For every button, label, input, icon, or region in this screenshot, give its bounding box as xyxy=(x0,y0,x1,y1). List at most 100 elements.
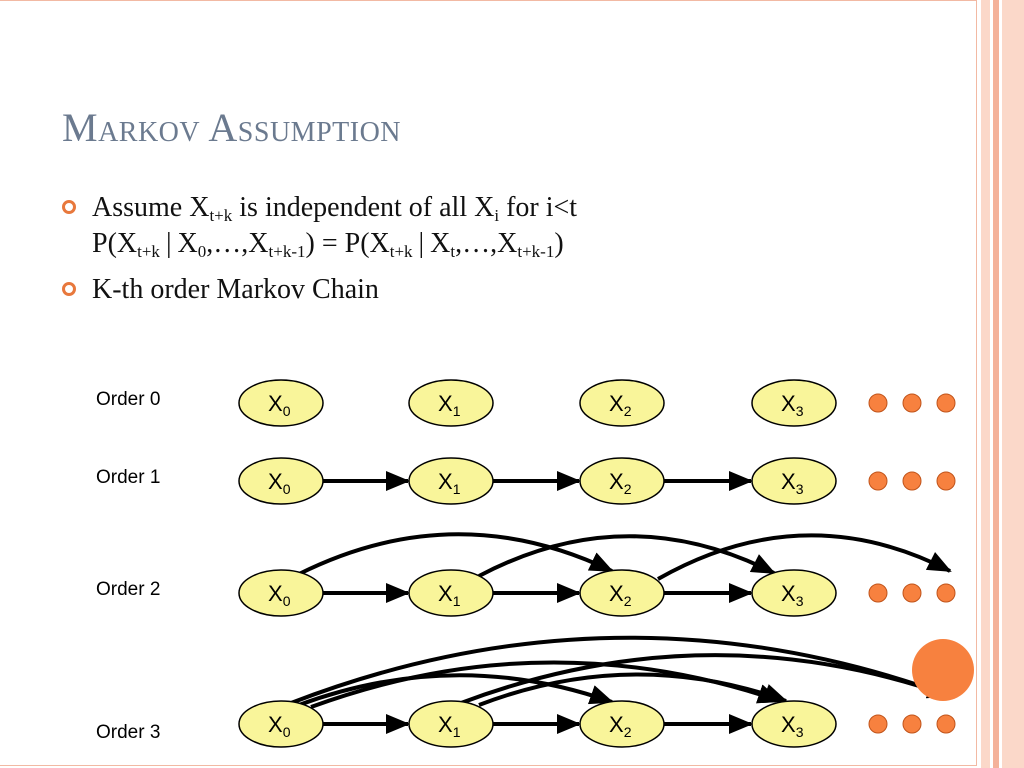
node-x0: X0 xyxy=(238,700,324,748)
ellipsis-dot xyxy=(936,583,956,603)
node-ellipse xyxy=(408,457,494,505)
bullet-icon xyxy=(62,200,76,214)
node-x0: X0 xyxy=(238,379,324,427)
edge-stripe-1 xyxy=(981,0,990,768)
bullet-line-2: P(Xt+k|X0,…,Xt+k-1) = P(Xt+k|Xt,…,Xt+k-1… xyxy=(92,226,822,262)
node-ellipse xyxy=(408,379,494,427)
edge-x0-to-x2 xyxy=(298,673,614,707)
node-subscript: 2 xyxy=(624,403,632,419)
node-subscript: 2 xyxy=(624,724,632,740)
subscript: t xyxy=(450,242,456,261)
node-x1: X1 xyxy=(408,700,494,748)
edge-stripe-3 xyxy=(1002,0,1024,768)
bullet-markov-assumption: Assume Xt+k is independent of all Xi for… xyxy=(62,190,822,262)
subscript: t+k-1 xyxy=(517,242,555,261)
edge-stripe-2 xyxy=(993,0,999,768)
node-x3: X3 xyxy=(751,379,837,427)
node-ellipse xyxy=(238,569,324,617)
edge-x1-to-next xyxy=(460,653,952,705)
node-ellipse xyxy=(751,457,837,505)
continuation-dots-order-3 xyxy=(868,714,956,734)
node-ellipse xyxy=(751,569,837,617)
continuation-dots-order-0 xyxy=(868,393,956,413)
node-x2: X2 xyxy=(579,457,665,505)
text: ,…,X xyxy=(455,228,518,259)
edge-group-order-2 xyxy=(298,532,952,603)
node-x1: X1 xyxy=(408,457,494,505)
node-subscript: 3 xyxy=(796,593,804,609)
text: P(X xyxy=(92,228,138,259)
ellipsis-dot xyxy=(902,714,922,734)
highlight-dot xyxy=(912,639,974,701)
ellipsis-dot xyxy=(902,471,922,491)
node-x0: X0 xyxy=(238,457,324,505)
text: Assume X xyxy=(92,192,210,223)
node-subscript: 0 xyxy=(283,724,291,740)
node-subscript: 2 xyxy=(624,593,632,609)
bullet-text: K-th order Markov Chain xyxy=(92,274,379,305)
node-x3: X3 xyxy=(751,457,837,505)
edge-x1-to-x3 xyxy=(478,534,776,578)
bullet-icon xyxy=(62,282,76,296)
text: is independent of all X xyxy=(232,192,495,223)
continuation-dots-order-1 xyxy=(868,471,956,491)
text: ) = P(X xyxy=(305,228,390,259)
ellipsis-dot xyxy=(868,471,888,491)
conditional-bar: | xyxy=(418,228,425,259)
subscript: t+k xyxy=(209,206,233,225)
node-x1: X1 xyxy=(408,379,494,427)
conditional-bar: | xyxy=(165,228,172,259)
node-subscript: 1 xyxy=(453,593,461,609)
node-ellipse xyxy=(579,569,665,617)
row-label-order-2: Order 2 xyxy=(96,579,160,600)
subscript: i xyxy=(494,206,500,225)
text: X xyxy=(177,228,198,259)
bullet-kth-order: K-th order Markov Chain xyxy=(62,272,822,308)
text: X xyxy=(430,228,451,259)
subscript: t+k xyxy=(137,242,160,261)
node-subscript: 1 xyxy=(453,403,461,419)
node-x2: X2 xyxy=(579,379,665,427)
row-label-order-0: Order 0 xyxy=(96,389,160,410)
node-x1: X1 xyxy=(408,569,494,617)
node-x3: X3 xyxy=(751,700,837,748)
node-ellipse xyxy=(751,379,837,427)
node-subscript: 1 xyxy=(453,724,461,740)
node-ellipse xyxy=(579,457,665,505)
node-subscript: 0 xyxy=(283,593,291,609)
edge-x2-to-next xyxy=(657,533,952,581)
node-ellipse xyxy=(751,700,837,748)
node-subscript: 0 xyxy=(283,481,291,497)
node-subscript: 0 xyxy=(283,403,291,419)
node-subscript: 3 xyxy=(796,481,804,497)
node-ellipse xyxy=(238,379,324,427)
node-subscript: 3 xyxy=(796,724,804,740)
node-x0: X0 xyxy=(238,569,324,617)
node-ellipse xyxy=(408,569,494,617)
continuation-dots-order-2 xyxy=(868,583,956,603)
ellipsis-dot xyxy=(936,714,956,734)
subscript: t+k-1 xyxy=(268,242,306,261)
edge-x0-to-x2 xyxy=(298,532,614,576)
subscript: 0 xyxy=(197,242,207,261)
ellipsis-dot xyxy=(868,393,888,413)
ellipsis-dot xyxy=(936,393,956,413)
node-ellipse xyxy=(238,700,324,748)
node-ellipse xyxy=(238,457,324,505)
row-label-order-1: Order 1 xyxy=(96,467,160,488)
slide-frame xyxy=(0,0,977,766)
node-x2: X2 xyxy=(579,569,665,617)
text: for i<t xyxy=(499,192,578,223)
ellipsis-dot xyxy=(902,583,922,603)
ellipsis-dot xyxy=(868,714,888,734)
subscript: t+k xyxy=(389,242,413,261)
node-ellipse xyxy=(579,379,665,427)
node-x3: X3 xyxy=(751,569,837,617)
node-x2: X2 xyxy=(579,700,665,748)
edge-group-order-3 xyxy=(290,635,952,734)
edge-x0-to-next xyxy=(290,635,952,705)
ellipsis-dot xyxy=(902,393,922,413)
bullet-list: Assume Xt+k is independent of all Xi for… xyxy=(62,190,822,318)
edge-x1-to-x3 xyxy=(478,672,788,707)
